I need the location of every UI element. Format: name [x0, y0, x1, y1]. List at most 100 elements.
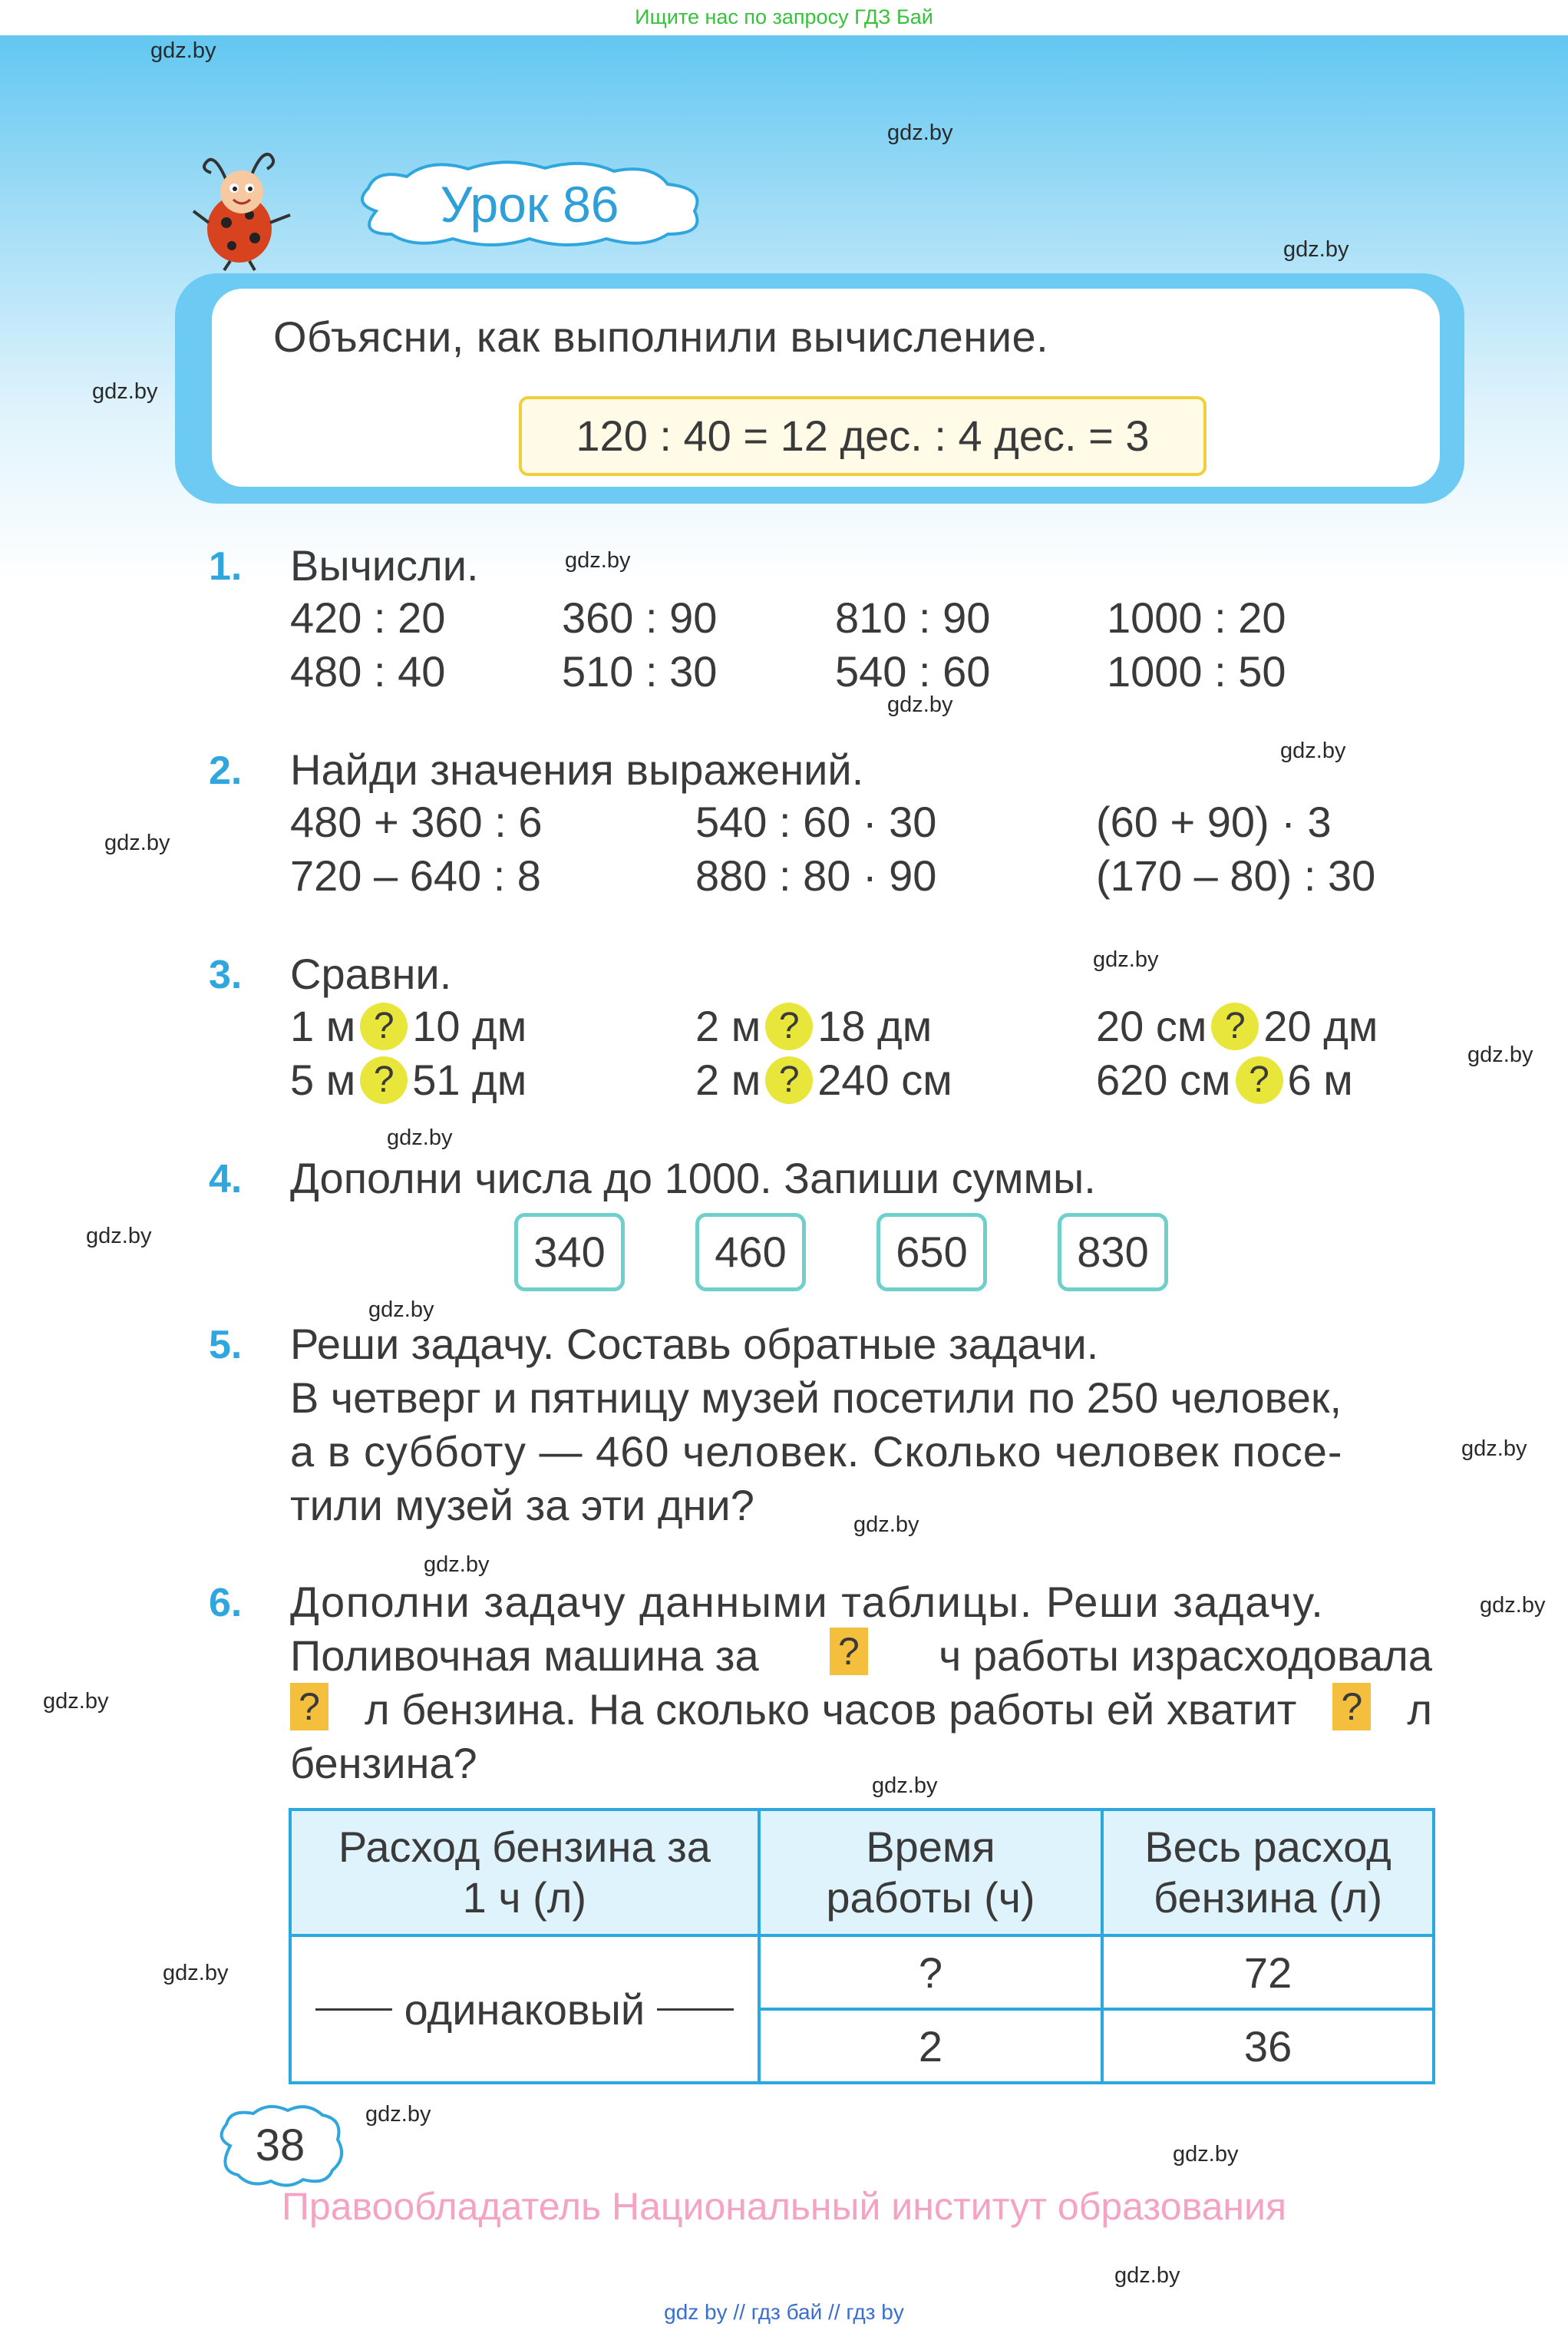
task-2-item: (60 + 90) · 3: [1096, 798, 1332, 846]
task-1-item: 360 : 90: [562, 593, 718, 642]
watermark: gdz.by: [872, 1773, 938, 1798]
compare-item: 2 м?18 дм: [695, 1001, 932, 1053]
watermark: gdz.by: [86, 1224, 152, 1248]
task-5-line: Реши задачу. Составь обратные задачи.: [290, 1320, 1099, 1368]
merged-cell: одинаковый: [289, 1934, 761, 2084]
task-2-number: 2.: [209, 749, 243, 793]
compare-item: 20 см?20 дм: [1096, 1001, 1378, 1053]
question-circle: ?: [765, 1056, 814, 1105]
watermark: gdz.by: [1461, 1436, 1527, 1461]
table-cell: ?: [757, 1934, 1104, 2011]
task-5-number: 5.: [209, 1323, 243, 1367]
task-2-item: 880 : 80 · 90: [695, 851, 937, 900]
table-cell: 2: [757, 2008, 1104, 2084]
lesson-title: Урок 86: [440, 176, 619, 233]
merged-label: одинаковый: [404, 1985, 645, 2034]
question-circle: ?: [360, 1003, 408, 1051]
question-circle: ?: [765, 1003, 814, 1051]
task-6-text: л: [1407, 1685, 1432, 1734]
number-box: 830: [1058, 1213, 1168, 1291]
compare-left: 5 м: [290, 1056, 356, 1104]
question-circle: ?: [1235, 1056, 1283, 1105]
task-5-line: В четверг и пятницу музей посетили по 25…: [290, 1373, 1342, 1422]
question-square: ?: [290, 1682, 328, 1730]
question-square: ?: [1332, 1682, 1372, 1730]
task-6-line: Дополни задачу данными таблицы. Реши зад…: [290, 1578, 1325, 1626]
compare-left: 20 см: [1096, 1002, 1207, 1050]
compare-right: 6 м: [1287, 1056, 1353, 1104]
watermark: gdz.by: [565, 548, 631, 573]
table-header-row: Расход бензина за 1 ч (л) Время работы (…: [289, 1808, 1435, 1937]
task-2-title: Найди значения выражений.: [290, 745, 864, 794]
watermark: gdz.by: [387, 1125, 453, 1150]
compare-right: 51 дм: [412, 1056, 527, 1104]
watermark: gdz.by: [163, 1961, 229, 1985]
compare-left: 2 м: [695, 1002, 761, 1050]
explain-text: Объясни, как выполнили вычисление.: [273, 312, 1049, 361]
question-circle: ?: [360, 1056, 408, 1105]
table-header: Расход бензина за 1 ч (л): [289, 1808, 761, 1937]
number-box: 650: [876, 1213, 987, 1291]
task-4-title: Дополни числа до 1000. Запиши суммы.: [290, 1154, 1096, 1202]
table-cell: 36: [1101, 2008, 1435, 2084]
task-6-line: бензина?: [290, 1739, 477, 1787]
task-6-text: ч работы израсходовала: [939, 1631, 1432, 1680]
number-box: 340: [514, 1213, 625, 1291]
top-banner[interactable]: Ищите нас по запросу ГДЗ Бай: [0, 0, 1568, 35]
compare-right: 10 дм: [412, 1002, 527, 1050]
formula-box: 120 : 40 = 12 дес. : 4 дес. = 3: [519, 396, 1207, 476]
task-1-item: 540 : 60: [835, 647, 991, 696]
task-5-line: тили музей за эти дни?: [290, 1481, 754, 1529]
question-square: ?: [829, 1628, 868, 1675]
compare-left: 2 м: [695, 1056, 761, 1104]
task-1-title: Вычисли.: [290, 541, 479, 590]
compare-left: 1 м: [290, 1002, 356, 1050]
task-1-item: 420 : 20: [290, 593, 446, 642]
task-2-item: 540 : 60 · 30: [695, 798, 937, 846]
task-5-line: а в субботу — 460 человек. Сколько челов…: [290, 1427, 1343, 1476]
table-header: Весь расход бензина (л): [1101, 1808, 1435, 1937]
task-2-item: 480 + 360 : 6: [290, 798, 543, 846]
task-1-item: 510 : 30: [562, 647, 718, 696]
task-6-text: л бензина. На сколько часов работы ей хв…: [364, 1685, 1297, 1734]
explain-panel-inner: Объясни, как выполнили вычисление. 120 :…: [212, 289, 1440, 487]
task-6-text: Поливочная машина за: [290, 1631, 759, 1680]
compare-item: 2 м?240 см: [695, 1055, 952, 1107]
compare-item: 5 м?51 дм: [290, 1055, 527, 1107]
watermark: gdz.by: [887, 121, 953, 145]
compare-right: 240 см: [817, 1056, 952, 1104]
lesson-title-cloud: Урок 86: [345, 157, 714, 250]
task-1-item: 1000 : 50: [1107, 647, 1286, 696]
task-1-number: 1.: [209, 544, 243, 589]
page-number-cloud: [220, 2104, 344, 2187]
task-3-title: Сравни.: [290, 950, 452, 998]
dash-line: [315, 2008, 392, 2011]
task-1-item: 480 : 40: [290, 647, 446, 696]
task-1-item: 1000 : 20: [1107, 593, 1286, 642]
bottom-links[interactable]: gdz by // гдз бай // гдз by: [664, 2300, 904, 2324]
watermark: gdz.by: [1093, 947, 1159, 972]
compare-right: 20 дм: [1263, 1002, 1378, 1050]
table-cell: 72: [1101, 1934, 1435, 2011]
watermark: gdz.by: [1480, 1593, 1546, 1618]
watermark: gdz.by: [424, 1552, 490, 1577]
task-4-number: 4.: [209, 1157, 243, 1201]
task-6-number: 6.: [209, 1581, 243, 1625]
task-6-line: Поливочная машина за ? ч работы израсход…: [290, 1628, 1432, 1681]
fuel-table: Расход бензина за 1 ч (л) Время работы (…: [289, 1808, 1435, 2084]
watermark: gdz.by: [43, 1689, 109, 1714]
watermark: gdz.by: [104, 831, 170, 855]
rights-holder: Правообладатель Национальный институт об…: [281, 2185, 1287, 2228]
watermark: gdz.by: [853, 1512, 919, 1537]
number-box: 460: [695, 1213, 806, 1291]
table-header: Время работы (ч): [757, 1808, 1104, 1937]
watermark: gdz.by: [1283, 237, 1349, 262]
page-number: 38: [255, 2120, 305, 2170]
watermark: gdz.by: [150, 38, 216, 63]
task-2-item: 720 – 640 : 8: [290, 851, 541, 900]
dash-line: [657, 2008, 734, 2011]
watermark: gdz.by: [1173, 2142, 1239, 2166]
watermark: gdz.by: [1280, 739, 1346, 763]
table-row: 2 36: [290, 2008, 1435, 2084]
ladybug-icon: [192, 153, 291, 272]
